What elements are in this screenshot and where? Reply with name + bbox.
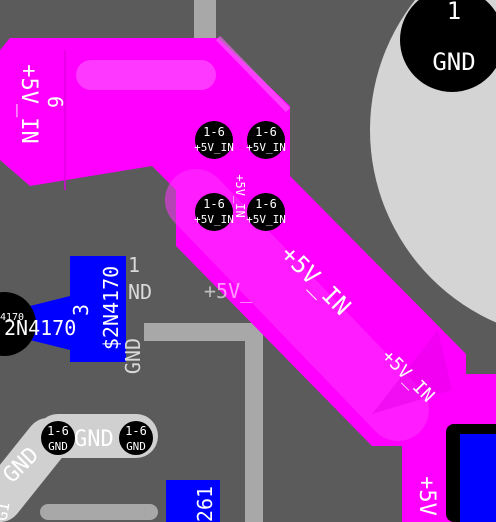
gnd-via-right[interactable]: 1-6 GND bbox=[119, 421, 153, 455]
via-3[interactable]: 1-6 +5V_IN bbox=[194, 193, 234, 231]
gnd-edge-fragment: GI bbox=[0, 500, 14, 522]
blue-pad-right[interactable] bbox=[446, 424, 496, 522]
transistor-part-vertical: $2N4170 bbox=[99, 266, 123, 350]
via-2-layers: 1-6 bbox=[255, 125, 277, 139]
gnd-trace-group[interactable]: 1-6 GND 1-6 GND GND GND GI bbox=[0, 414, 158, 522]
via-4-layers: 1-6 bbox=[255, 197, 277, 211]
via-1-layers: 1-6 bbox=[203, 125, 225, 139]
gnd-via-left[interactable]: 1-6 GND bbox=[41, 421, 75, 455]
blue-pad-bottom[interactable]: 261 bbox=[166, 480, 220, 522]
transistor-2n4170[interactable]: 2N4170 4170 $2N4170 3 1 ND GND bbox=[0, 253, 152, 374]
via-cluster-vertical-label: +5V_IN bbox=[233, 174, 247, 217]
transistor-pad-hole bbox=[0, 292, 36, 356]
via-3-net: +5V_IN bbox=[194, 213, 234, 226]
gray-track-top[interactable] bbox=[194, 0, 216, 48]
via-2[interactable]: 1-6 +5V_IN bbox=[246, 121, 286, 159]
pad-6-net-name: +5V_IN bbox=[16, 64, 41, 143]
blue-pad-bottom-label: 261 bbox=[193, 486, 217, 522]
5v-in-pad-divider bbox=[64, 50, 66, 190]
via-cluster[interactable]: 1-6 +5V_IN 1-6 +5V_IN 1-6 +5V_IN 1-6 +5V… bbox=[194, 121, 286, 231]
pad-6-pin-number: 6 bbox=[43, 96, 67, 108]
gnd-pad-pin-number: 1 bbox=[447, 0, 461, 25]
5v-in-pad-highlight bbox=[76, 60, 216, 90]
transistor-pin1-net: ND bbox=[128, 280, 152, 304]
transistor-part-small: 4170 bbox=[0, 312, 24, 323]
gnd-via-left-net: GND bbox=[48, 440, 68, 453]
transistor-pin1-number: 1 bbox=[128, 253, 140, 277]
gnd-via-left-layers: 1-6 bbox=[47, 424, 69, 438]
transistor-pin-number: 3 bbox=[69, 304, 93, 316]
trace-label-5v-vertical: +5V bbox=[414, 476, 439, 516]
gnd-trace-diagonal bbox=[0, 418, 70, 522]
via-4-net: +5V_IN bbox=[246, 213, 286, 226]
blue-pad-bottom-copper bbox=[166, 480, 220, 522]
pad-6-label: +5V_IN 6 bbox=[16, 64, 67, 143]
net-5v-in-copper[interactable] bbox=[0, 35, 496, 522]
trace-label-ghost: +5V_ bbox=[204, 279, 253, 303]
gray-track-corner[interactable] bbox=[144, 323, 263, 522]
gnd-trace-label: GND bbox=[74, 427, 114, 452]
via-2-net: +5V_IN bbox=[246, 141, 286, 154]
blue-pad-right-copper bbox=[460, 434, 496, 522]
gnd-via-right-net: GND bbox=[126, 440, 146, 453]
gnd-pad-hole bbox=[400, 0, 496, 92]
gnd-pad-large[interactable]: 1 GND bbox=[370, 0, 496, 340]
gnd-pad-net-name: GND bbox=[432, 48, 475, 76]
via-1[interactable]: 1-6 +5V_IN bbox=[194, 121, 234, 159]
gnd-via-right-layers: 1-6 bbox=[125, 424, 147, 438]
transistor-part-horizontal: 2N4170 bbox=[4, 316, 76, 340]
5v-in-trace-shade bbox=[372, 330, 452, 414]
5v-in-edge-highlight bbox=[215, 35, 291, 113]
transistor-gnd-rotated: GND bbox=[121, 338, 145, 374]
via-3-layers: 1-6 bbox=[203, 197, 225, 211]
via-4[interactable]: 1-6 +5V_IN bbox=[246, 193, 286, 231]
via-1-net: +5V_IN bbox=[194, 141, 234, 154]
